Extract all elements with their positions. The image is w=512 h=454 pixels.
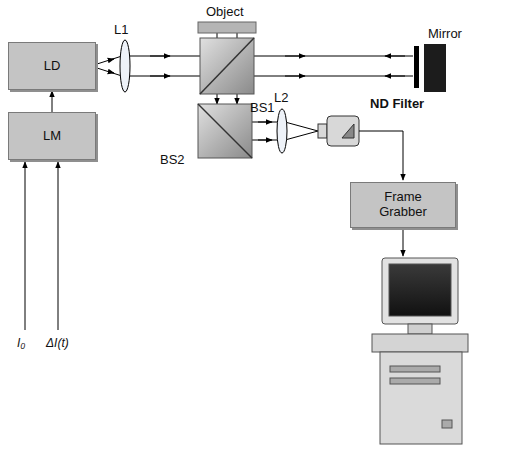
part-label: BS2 xyxy=(160,152,185,167)
lens-l1 xyxy=(120,40,130,92)
laser-diode-box: LD xyxy=(8,42,96,90)
object-plate xyxy=(198,22,256,33)
computer xyxy=(372,258,468,444)
laser-modulator-box: LM xyxy=(8,112,96,160)
mirror xyxy=(424,44,446,92)
lens-l2 xyxy=(277,109,287,153)
ccd-camera xyxy=(318,116,359,146)
box-label: LD xyxy=(44,59,61,74)
signal-arrow xyxy=(52,91,53,112)
frame-grabber-box: Frame Grabber xyxy=(350,182,456,228)
lens-label: L2 xyxy=(274,90,288,105)
part-label: ND Filter xyxy=(370,96,424,111)
lens-label: L1 xyxy=(114,22,128,37)
signal-name: ΔI(t) xyxy=(46,336,69,350)
nd-filter xyxy=(414,46,419,88)
part-label: Mirror xyxy=(428,26,462,41)
laser-beams xyxy=(97,33,413,140)
part-label: BS1 xyxy=(250,100,275,115)
beam-splitter-bs1 xyxy=(200,38,254,94)
box-label: LM xyxy=(43,129,61,144)
signal-name: I₀ xyxy=(17,336,25,350)
box-label: Frame Grabber xyxy=(368,190,438,220)
part-label: Object xyxy=(206,4,244,19)
beam-splitter-bs2 xyxy=(198,104,252,158)
input-signal-lines xyxy=(25,162,58,330)
